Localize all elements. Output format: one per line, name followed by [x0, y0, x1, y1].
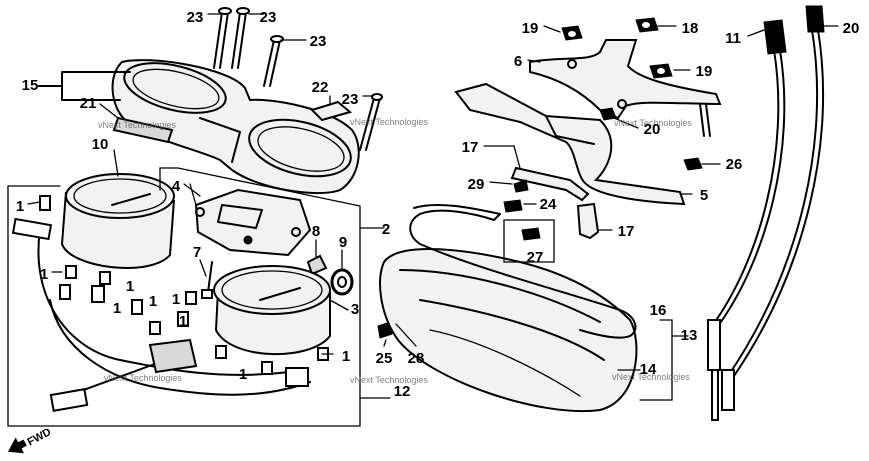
nut-19-left — [561, 25, 583, 41]
callout-c1i: 1 — [239, 366, 247, 383]
speedometer-cable-20 — [721, 5, 825, 411]
indicator-housing-4 — [194, 188, 312, 257]
wire-harness-12 — [11, 195, 311, 412]
nut-18 — [635, 17, 659, 33]
callout-c15: 15 — [22, 77, 39, 94]
nut-20-small — [599, 107, 617, 121]
callout-c25: 25 — [376, 350, 393, 367]
grommet-27 — [521, 227, 541, 241]
callout-c23b: 23 — [260, 9, 277, 26]
callout-c26: 26 — [726, 156, 743, 173]
tachometer-3 — [213, 265, 331, 356]
callout-c28: 28 — [408, 350, 425, 367]
plate-17-upper — [510, 166, 590, 202]
callout-c19a: 19 — [522, 20, 539, 37]
callout-c23d: 23 — [342, 91, 359, 108]
callout-c2: 2 — [382, 221, 390, 238]
watermark-wm1: vNext Technologies — [98, 120, 176, 130]
screw-23-left — [213, 7, 232, 69]
speedometer-10 — [60, 173, 175, 269]
strip-21 — [112, 116, 174, 144]
bolt-7 — [201, 261, 213, 299]
callout-c1b: 1 — [40, 266, 48, 283]
callout-c17b: 17 — [618, 223, 635, 240]
bracket-5 — [454, 82, 686, 206]
callout-c12: 12 — [394, 383, 411, 400]
callout-c5: 5 — [700, 187, 708, 204]
tachometer-cable-11 — [707, 19, 787, 421]
leader-lines — [27, 13, 839, 355]
lower-cover-13 — [379, 248, 638, 412]
nut-24 — [503, 199, 523, 213]
nut-26 — [683, 157, 703, 171]
callout-c1d: 1 — [149, 293, 157, 310]
callout-c21: 21 — [80, 95, 97, 112]
screw-23-side — [359, 93, 383, 151]
bracket-27-box — [503, 219, 555, 263]
callout-c14: 14 — [640, 361, 657, 378]
label-22 — [310, 100, 353, 122]
bracket-6 — [529, 39, 722, 120]
callout-c24: 24 — [540, 196, 557, 213]
callout-c29: 29 — [468, 176, 485, 193]
watermark-layer: vNext Technologies vNext Technologies vNex… — [98, 117, 692, 385]
callout-c7: 7 — [193, 244, 201, 261]
callout-c27: 27 — [527, 249, 544, 266]
callout-c3: 3 — [351, 301, 359, 318]
group-brackets-left — [7, 71, 391, 427]
screw-23-center — [231, 7, 250, 69]
watermark-wm6: vNext Technologies — [612, 372, 690, 382]
nut-25 — [377, 321, 393, 339]
nut-19-right — [649, 63, 673, 79]
callout-c1e: 1 — [113, 300, 121, 317]
callout-c20a: 20 — [843, 20, 860, 37]
callout-c1g: 1 — [179, 313, 187, 330]
watermark-wm2: vNext Technologies — [350, 117, 428, 127]
watermark-wm5: vNext Technologies — [350, 375, 428, 385]
callout-c9: 9 — [339, 234, 347, 251]
callout-c11: 11 — [725, 30, 741, 47]
bolt-20-bracket — [699, 103, 711, 137]
callout-c1a: 1 — [16, 198, 24, 215]
callout-c23c: 23 — [310, 33, 327, 50]
callout-c1f: 1 — [172, 291, 180, 308]
fwd-label: FWD — [25, 426, 53, 448]
callout-c19b: 19 — [696, 63, 713, 80]
callout-c1h: 1 — [342, 348, 350, 365]
callout-c1c: 1 — [126, 278, 134, 295]
callout-c18: 18 — [682, 20, 699, 37]
clip-29 — [513, 179, 529, 193]
screw-23-right — [263, 35, 284, 87]
callout-c13: 13 — [681, 327, 698, 344]
watermark-wm4: vNext Technologies — [104, 373, 182, 383]
callout-c10: 10 — [92, 136, 109, 153]
group-brackets-right — [617, 319, 689, 401]
callout-c23a: 23 — [187, 9, 204, 26]
fwd-arrow: FWD — [8, 426, 53, 454]
callout-c17a: 17 — [462, 139, 479, 156]
watermark-wm3: vNext Technologies — [614, 118, 692, 128]
callout-c22: 22 — [312, 79, 329, 96]
callout-c6: 6 — [514, 53, 522, 70]
callout-c8: 8 — [312, 223, 320, 240]
seal-16 — [409, 204, 637, 339]
clamp-17-lower — [576, 202, 600, 240]
callout-c16: 16 — [650, 302, 667, 319]
grommet-9 — [330, 268, 354, 296]
callout-c4: 4 — [172, 178, 181, 195]
callout-c20b: 20 — [644, 121, 661, 138]
